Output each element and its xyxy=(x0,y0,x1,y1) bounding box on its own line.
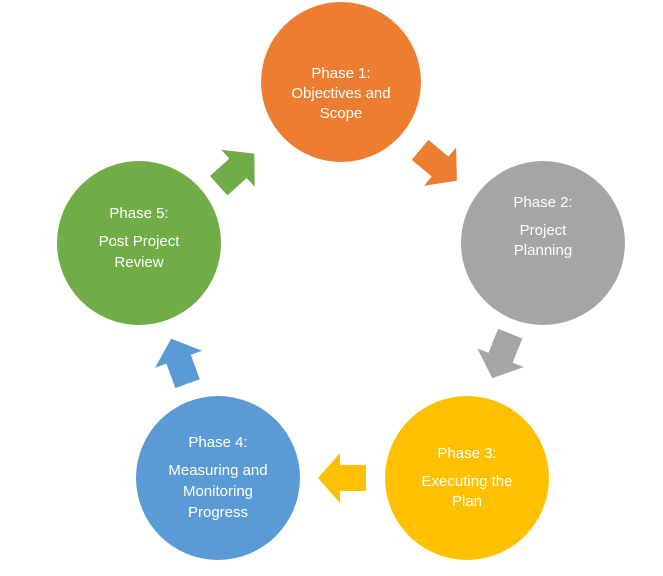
phase-2-circle xyxy=(461,161,625,325)
arrow-icon-phase-4-to-5 xyxy=(155,338,203,389)
phase-1-title: Phase 1: xyxy=(311,65,370,82)
phase-2-label-line: Planning xyxy=(514,242,572,259)
phase-1-label-line: Scope xyxy=(320,105,363,122)
phase-3-label-line: Executing the xyxy=(422,473,513,490)
phase-4-label-line: Measuring and xyxy=(168,462,267,479)
phase-5-circle xyxy=(57,161,221,325)
phase-3-title: Phase 3: xyxy=(437,445,496,462)
phase-3-circle xyxy=(385,396,549,560)
phase-2-label-line: Project xyxy=(520,222,568,239)
phase-5-label-line: Post Project xyxy=(99,233,181,250)
arrow-icon-phase-2-to-3 xyxy=(477,328,524,379)
phase-2-title: Phase 2: xyxy=(513,194,572,211)
phase-1-circle xyxy=(261,2,421,162)
arrow-icon-phase-3-to-4 xyxy=(318,453,366,503)
phase-5-title: Phase 5: xyxy=(109,205,168,222)
phase-3-label-line: Plan xyxy=(452,493,482,510)
phase-4-label-line: Progress xyxy=(188,504,248,521)
phase-4-circle xyxy=(136,396,300,560)
phase-1-label-line: Objectives and xyxy=(291,85,390,102)
phase-4-label-line: Monitoring xyxy=(183,483,253,500)
phase-5-label-line: Review xyxy=(114,254,163,271)
arrow-icon-phase-1-to-2 xyxy=(411,139,457,186)
arrow-icon-phase-5-to-1 xyxy=(209,149,255,196)
phase-4-title: Phase 4: xyxy=(188,434,247,451)
